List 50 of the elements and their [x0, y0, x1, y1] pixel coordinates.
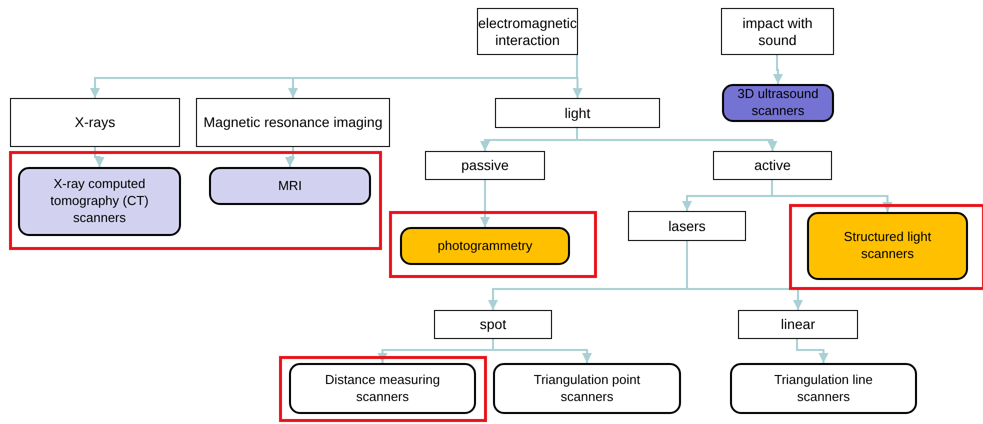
arrow — [492, 339, 592, 363]
category-box — [721, 8, 834, 55]
arrow — [686, 241, 803, 310]
category-box — [196, 98, 390, 147]
node-label: electromagnetic interaction — [477, 14, 578, 48]
scanner-box — [722, 84, 834, 122]
node-label: lasers — [667, 218, 707, 234]
highlight-frame — [9, 151, 382, 250]
node-label: Triangulation line scanners — [773, 372, 874, 406]
arrow — [285, 147, 295, 167]
node-label: active — [753, 157, 792, 174]
highlight-frame — [389, 211, 597, 278]
category-box — [10, 98, 180, 147]
category-box — [738, 310, 858, 339]
node-label: light — [564, 104, 592, 122]
arrow — [771, 180, 892, 212]
node-label: photogrammetry — [436, 238, 534, 254]
node-label: MRI — [277, 178, 303, 194]
scanner-box — [730, 363, 917, 414]
scanner-box — [807, 212, 968, 280]
node-label: Distance measuring scanners — [324, 372, 441, 406]
highlight-frame — [789, 204, 983, 290]
category-box — [713, 151, 832, 180]
node-label: spot — [478, 316, 508, 333]
node-label: Triangulation point scanners — [532, 372, 642, 406]
highlight-frame — [279, 356, 487, 422]
scanner-box — [209, 167, 371, 205]
node-label: passive — [460, 157, 510, 174]
arrow — [773, 55, 783, 84]
category-box — [477, 8, 578, 55]
arrow — [480, 180, 490, 227]
node-label: 3D ultrasound scanners — [736, 86, 820, 120]
node-label: Structured light scanners — [842, 229, 932, 263]
node-label: linear — [780, 316, 816, 333]
node-label: impact with sound — [741, 14, 814, 48]
arrow — [796, 339, 828, 363]
arrow — [94, 147, 104, 167]
category-box — [425, 151, 545, 180]
arrow — [576, 128, 778, 151]
arrow — [572, 55, 582, 98]
category-box — [628, 211, 746, 241]
node-label: Magnetic resonance imaging — [202, 114, 384, 131]
node-label: X-ray computed tomography (CT) scanners — [49, 176, 150, 227]
scanner-box — [18, 167, 181, 236]
scanner-box — [493, 363, 681, 414]
scanner-box — [289, 363, 476, 414]
node-label: X-rays — [74, 114, 116, 131]
category-box — [495, 98, 660, 128]
scanner-box — [400, 227, 570, 265]
category-box — [434, 310, 552, 339]
